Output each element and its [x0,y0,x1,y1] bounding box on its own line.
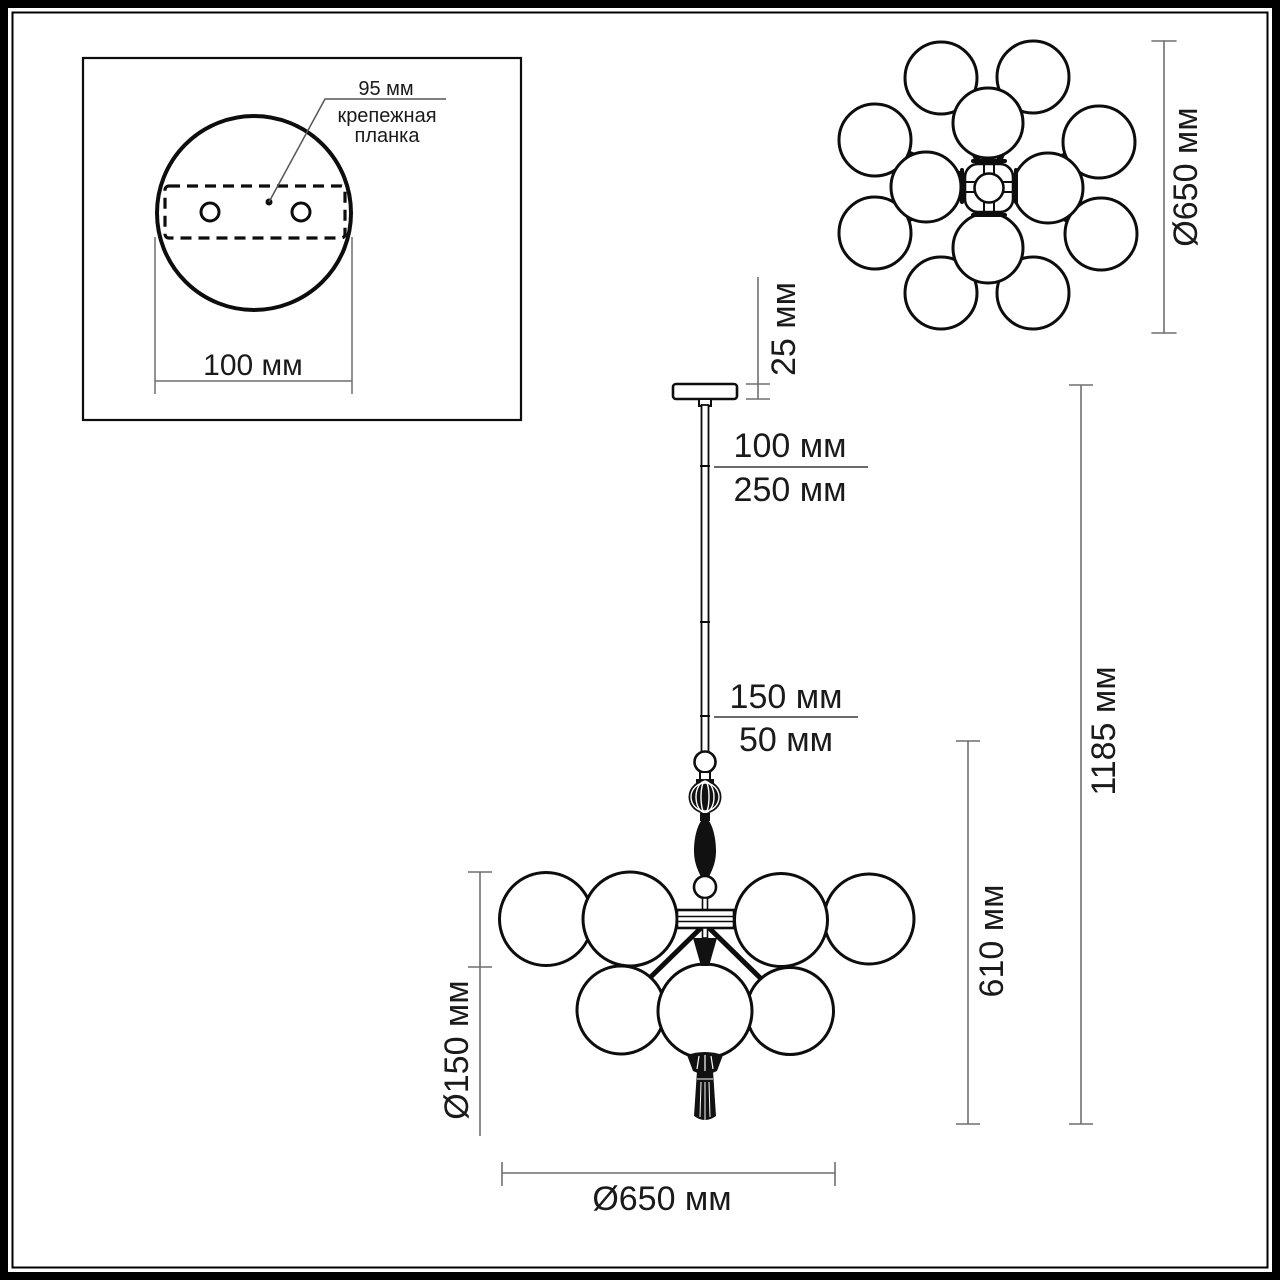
stem-rod [701,897,709,911]
screw-hole-right [290,201,312,223]
side-view [498,382,916,1120]
tassel-line [696,1055,700,1070]
canopy-height-label: 25 мм [765,282,803,376]
top-view-hub [960,159,1018,217]
rib [695,780,715,814]
arm-bar [675,908,736,930]
stem-rod [701,927,709,939]
globe [656,962,754,1060]
suspension-rod [700,404,710,753]
canopy-diameter-label: 100 мм [203,349,303,382]
screw-hole-left [199,201,221,223]
globe-top [995,255,1071,331]
top-view: Ø650 мм [837,39,1205,334]
ribbed-ball [688,780,722,814]
globe-top [903,40,979,116]
canopy-height-dim [746,277,770,400]
rod-lower-den-label: 50 мм [739,721,833,759]
inner-frame [11,11,1269,1269]
top-view-outer-globes [837,39,1139,331]
tassel-line [710,1055,714,1070]
globe-diameter-dim [468,871,492,1136]
side-diameter-label: Ø650 мм [592,1180,731,1218]
rod-upper-num-label: 100 мм [734,427,847,465]
globe [733,872,829,968]
globe-top [995,39,1071,115]
tassel-cap-lines [696,1055,714,1071]
hole-pitch-label: 95 мм [358,78,413,100]
ceiling-plate [671,382,739,401]
top-view-diameter-dim [1151,40,1177,334]
mounting-bracket-dashed-outline [163,184,347,240]
hub-center [973,172,1005,204]
side-view-globes [498,870,916,1060]
globe-top [1061,104,1137,180]
body-height-label: 610 мм [973,885,1011,998]
globe-top [1011,151,1085,225]
stem-collar [699,771,711,781]
total-height-dim [1069,384,1093,1125]
side-diameter-dim [501,1162,836,1186]
canopy-circle [155,114,353,312]
globe [581,870,679,968]
center-cone [693,938,717,966]
globe-top [837,102,913,178]
stem-ball-lower [692,874,718,900]
globe-top [951,211,1025,285]
globe-top [903,255,979,331]
globe-top [1063,196,1139,272]
rib [690,782,720,812]
canopy-inset: 95 мм крепежная планка 100 мм [81,56,523,422]
bracket-label-line1: крепежная [337,105,436,127]
globe [822,872,916,966]
rod-upper-den-label: 250 мм [734,471,847,509]
top-view-inner-globes [889,86,1085,285]
tassel-line [699,1081,702,1118]
globe-diameter-label: Ø150 мм [438,980,476,1119]
globe [745,966,835,1056]
globe [575,964,667,1056]
stem-ball-upper [693,750,717,774]
tassel-fringe [697,1078,713,1120]
baluster [694,821,716,877]
globe [498,871,594,967]
baluster-neck [700,813,710,821]
top-view-diameter-label: Ø650 мм [1167,107,1205,246]
globe-top [889,150,963,224]
inset-border [81,56,523,422]
leader-line [268,98,446,203]
bracket-label-line2: планка [355,125,421,147]
globe-top [837,195,913,271]
total-height-label: 1185 мм [1085,666,1123,795]
rod-lower-num-label: 150 мм [730,678,843,716]
globe-top [951,86,1025,160]
tassel-line [708,1081,711,1118]
body-height-dim [956,740,980,1125]
